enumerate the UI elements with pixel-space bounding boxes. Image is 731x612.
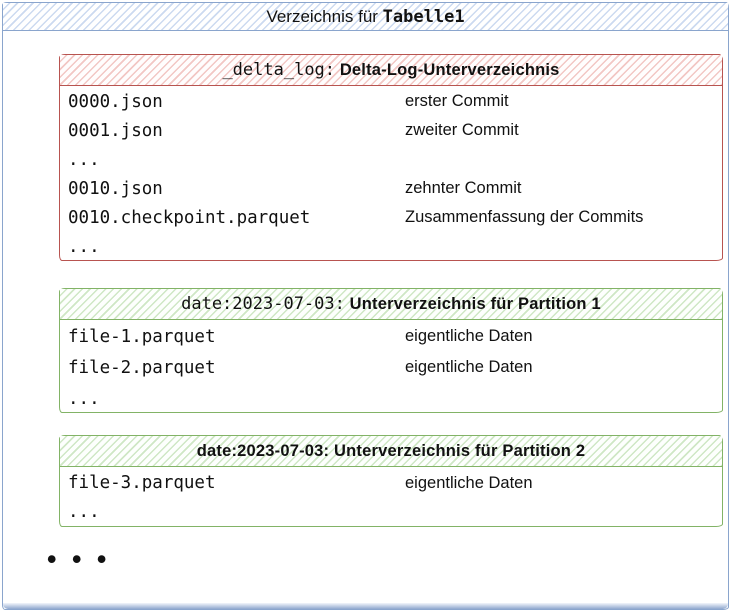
file-row: file-2.parquet eigentliche Daten bbox=[60, 352, 722, 383]
file-name: ... bbox=[68, 501, 100, 522]
file-description: eigentliche Daten bbox=[405, 358, 533, 376]
file-name: 0000.json bbox=[68, 91, 163, 112]
partition-2-header: date:2023-07-03: Unterverzeichnis für Pa… bbox=[60, 436, 722, 467]
file-name: 0010.json bbox=[68, 178, 163, 199]
file-name: file-3.parquet bbox=[68, 473, 216, 493]
file-name: ... bbox=[68, 388, 100, 409]
more-directories-ellipsis: • • • bbox=[47, 544, 111, 574]
table-directory-title-bar: Verzeichnis für Tabelle1 bbox=[3, 3, 728, 31]
file-name: 0001.json bbox=[68, 120, 163, 141]
file-description: eigentliche Daten bbox=[405, 473, 533, 492]
file-description: Zusammenfassung der Commits bbox=[405, 208, 644, 226]
partition-2-file-list: file-3.parquet eigentliche Daten ... bbox=[60, 467, 722, 525]
partition-2-header-label: date:2023-07-03: Unterverzeichnis für Pa… bbox=[196, 441, 586, 460]
file-row-ellipsis: ... bbox=[60, 383, 722, 414]
title-table-name: Tabelle1 bbox=[382, 6, 465, 27]
delta-log-header-dirname: _delta_log: bbox=[222, 60, 336, 80]
file-row: 0000.json erster Commit bbox=[60, 87, 722, 116]
file-row: 0010.json zehnter Commit bbox=[60, 174, 722, 203]
file-name: ... bbox=[68, 236, 100, 257]
frame-bottom-edge bbox=[3, 603, 728, 609]
partition-2-box: date:2023-07-03: Unterverzeichnis für Pa… bbox=[59, 435, 723, 527]
delta-log-header: _delta_log: Delta-Log-Unterverzeichnis bbox=[60, 55, 722, 86]
delta-log-file-list: 0000.json erster Commit 0001.json zweiter … bbox=[60, 86, 722, 261]
partition-1-header-label: Unterverzeichnis für Partition 1 bbox=[344, 294, 601, 313]
file-description: eigentliche Daten bbox=[405, 327, 533, 345]
file-row: file-3.parquet eigentliche Daten bbox=[60, 468, 722, 498]
partition-1-header: date:2023-07-03: Unterverzeichnis für Pa… bbox=[60, 289, 722, 320]
file-row: 0010.checkpoint.parquet Zusammenfassung d… bbox=[60, 203, 722, 232]
file-row-ellipsis: ... bbox=[60, 498, 722, 525]
file-name: file-2.parquet bbox=[68, 357, 216, 378]
partition-1-file-list: file-1.parquet eigentliche Daten file-2.p… bbox=[60, 320, 722, 414]
partition-1-box: date:2023-07-03: Unterverzeichnis für Pa… bbox=[59, 288, 723, 413]
file-name: file-1.parquet bbox=[68, 326, 216, 347]
file-name: 0010.checkpoint.parquet bbox=[68, 207, 311, 228]
file-description: erster Commit bbox=[405, 92, 509, 110]
title-text: Verzeichnis für bbox=[266, 6, 383, 26]
delta-log-header-label: Delta-Log-Unterverzeichnis bbox=[335, 60, 560, 79]
file-row: file-1.parquet eigentliche Daten bbox=[60, 321, 722, 352]
file-row-ellipsis: ... bbox=[60, 145, 722, 174]
file-description: zehnter Commit bbox=[405, 179, 522, 197]
file-row-ellipsis: ... bbox=[60, 232, 722, 261]
delta-log-box: _delta_log: Delta-Log-Unterverzeichnis 0… bbox=[59, 54, 723, 261]
partition-1-header-dirname: date:2023-07-03: bbox=[181, 294, 345, 314]
file-name: ... bbox=[68, 149, 100, 170]
file-description: zweiter Commit bbox=[405, 121, 519, 139]
file-row: 0001.json zweiter Commit bbox=[60, 116, 722, 145]
